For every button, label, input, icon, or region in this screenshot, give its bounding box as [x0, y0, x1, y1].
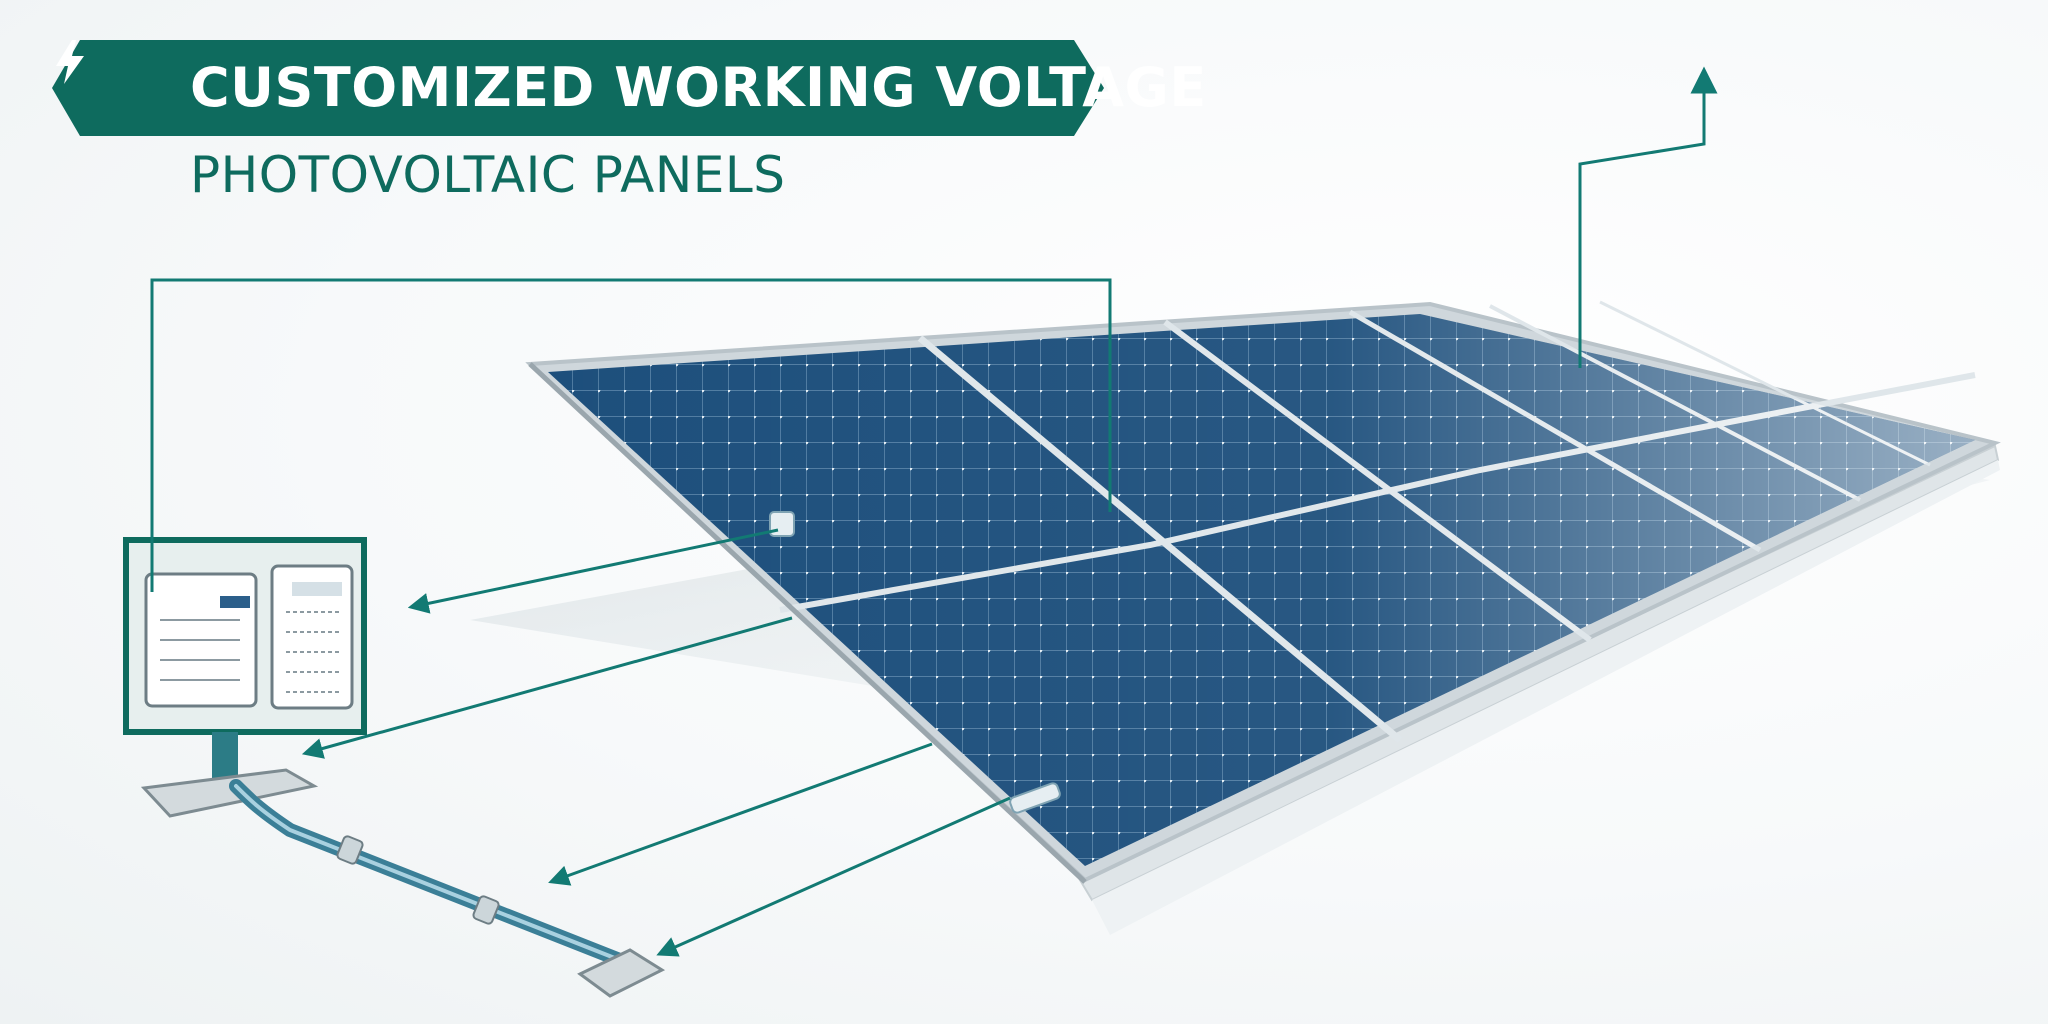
panel-array [525, 300, 2001, 884]
arrow-to-cabinet [407, 528, 779, 614]
wire-top-loop [150, 278, 1112, 592]
banner-subtitle: PHOTOVOLTAIC PANELS [190, 146, 786, 204]
arrow-to-conduit-mid [548, 742, 933, 886]
control-cabinet [123, 537, 367, 818]
banner-title: CUSTOMIZED WORKING VOLTAGE [190, 56, 1207, 119]
conduit-pipe [229, 779, 666, 998]
arrow-to-pole [301, 616, 793, 759]
wiring-arrows [150, 66, 1718, 957]
wire-up-arrow [1578, 66, 1718, 368]
arrow-to-conduit-end [656, 796, 1011, 957]
lightning-bolt-icon [56, 40, 84, 84]
title-banner: CUSTOMIZED WORKING VOLTAGE [52, 40, 1206, 136]
